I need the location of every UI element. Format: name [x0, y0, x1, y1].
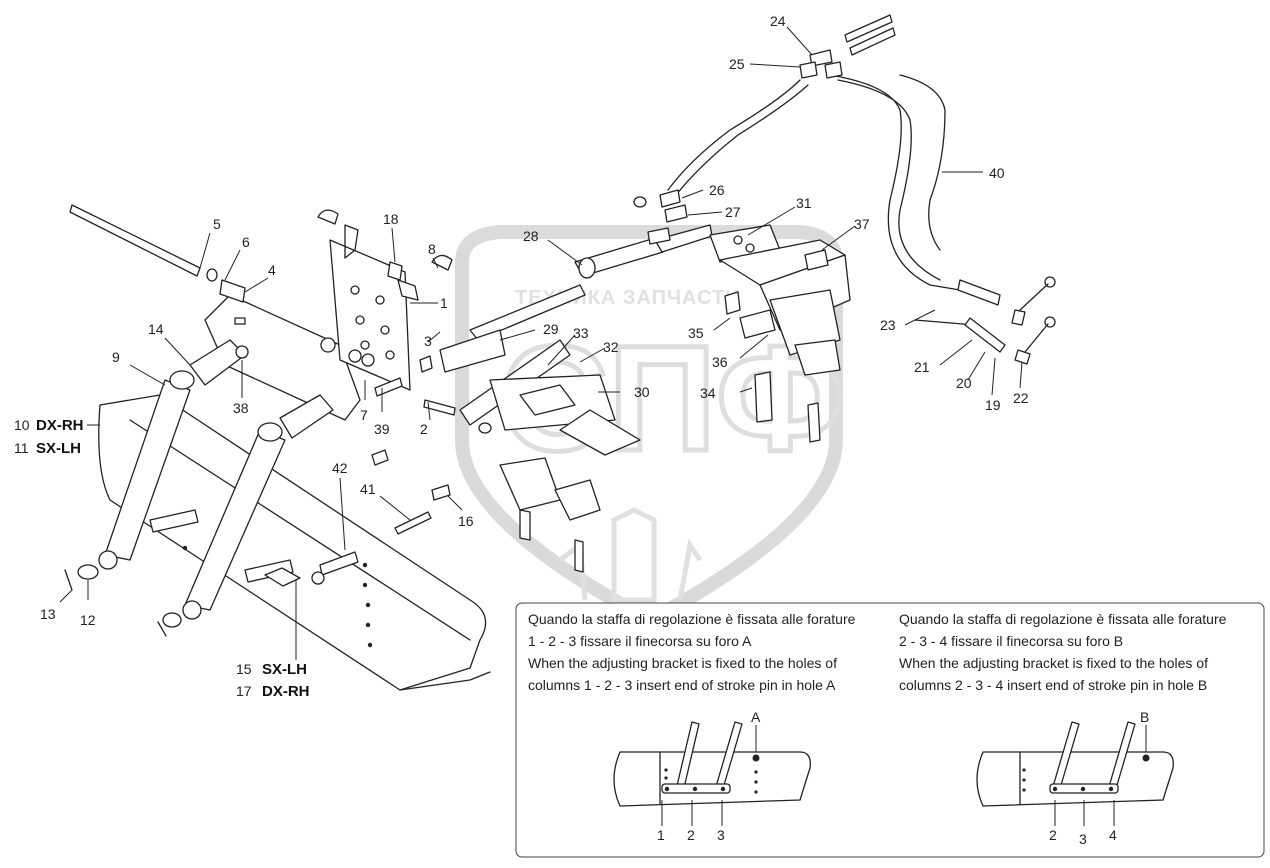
detail-right: B 2 3 4 [976, 709, 1174, 847]
note-right-it-1: Quando la staffa di regolazione è fissat… [899, 611, 1227, 627]
detail-right-hole: B [1140, 709, 1149, 725]
callout-15-num: 15 [236, 661, 252, 677]
callout-35: 35 [688, 325, 704, 341]
callout-15-side: SX-LH [262, 661, 307, 678]
callout-2: 2 [420, 421, 428, 437]
callout-14: 14 [148, 321, 164, 337]
callout-23: 23 [880, 317, 896, 333]
callout-6: 6 [242, 234, 250, 250]
callout-21: 21 [914, 359, 930, 375]
adjustment-note-box: Quando la staffa di regolazione è fissat… [515, 602, 1265, 858]
callout-41: 41 [360, 481, 376, 497]
callout-10-num: 10 [14, 417, 30, 433]
callout-28: 28 [523, 228, 539, 244]
link-arms [98, 339, 334, 620]
callout-34: 34 [700, 385, 716, 401]
detail-right-col3: 4 [1109, 827, 1117, 843]
cylinder-assembly [439, 224, 713, 573]
detail-left-hole: A [751, 709, 761, 725]
callout-27: 27 [725, 204, 741, 220]
callout-17-side: DX-RH [262, 683, 310, 700]
callout-29: 29 [543, 321, 559, 337]
callout-9: 9 [112, 349, 120, 365]
note-left-it-1: Quando la staffa di regolazione è fissat… [528, 611, 856, 627]
hardware-left [64, 209, 456, 637]
note-right-en-1: When the adjusting bracket is fixed to t… [899, 655, 1208, 671]
callout-18: 18 [383, 211, 399, 227]
callout-30: 30 [634, 384, 650, 400]
callout-4: 4 [268, 262, 276, 278]
callout-3: 3 [424, 333, 432, 349]
callout-1: 1 [440, 295, 448, 311]
callout-19: 19 [985, 397, 1001, 413]
callout-5: 5 [213, 216, 221, 232]
callout-16: 16 [458, 513, 474, 529]
detail-left-col3: 3 [717, 827, 725, 843]
callout-24: 24 [770, 13, 786, 29]
callout-17-num: 17 [236, 683, 252, 699]
detail-right-col2: 3 [1079, 831, 1087, 847]
callout-32: 32 [603, 339, 619, 355]
callout-11-num: 11 [14, 440, 29, 456]
callout-22: 22 [1013, 390, 1029, 406]
callout-42: 42 [332, 460, 348, 476]
note-left-en-2: columns 1 - 2 - 3 insert end of stroke p… [528, 677, 836, 693]
hydraulic-hoses [633, 14, 1056, 365]
right-bracket-assembly [709, 224, 851, 443]
callout-37: 37 [854, 216, 870, 232]
callout-38: 38 [233, 400, 249, 416]
callout-10-side: DX-RH [36, 417, 84, 434]
callout-31: 31 [796, 195, 812, 211]
leader-lines [59, 26, 1023, 660]
long-pin [69, 204, 246, 303]
callout-8: 8 [428, 241, 436, 257]
main-frame-plate [98, 394, 491, 691]
callout-labels: 5 6 4 14 9 10 DX-RH 11 SX-LH 18 8 1 3 38… [14, 13, 1029, 700]
note-right-it-2: 2 - 3 - 4 fissare il finecorsa su foro B [899, 633, 1123, 649]
callout-33: 33 [573, 325, 589, 341]
callout-11-side: SX-LH [36, 440, 81, 457]
detail-left-col1: 1 [657, 827, 665, 843]
callout-26: 26 [709, 182, 725, 198]
detail-left: A 1 2 3 [613, 709, 811, 843]
callout-40: 40 [989, 165, 1005, 181]
note-left-it-2: 1 - 2 - 3 fissare il finecorsa su foro A [528, 633, 752, 649]
callout-25: 25 [729, 56, 745, 72]
callout-12: 12 [80, 612, 96, 628]
note-right-en-2: columns 2 - 3 - 4 insert end of stroke p… [899, 677, 1207, 693]
callout-39: 39 [374, 421, 390, 437]
detail-right-col1: 2 [1049, 827, 1057, 843]
callout-20: 20 [956, 375, 972, 391]
detail-left-col2: 2 [687, 827, 695, 843]
note-left-en-1: When the adjusting bracket is fixed to t… [528, 655, 837, 671]
callout-7: 7 [360, 407, 368, 423]
callout-13: 13 [40, 606, 56, 622]
callout-36: 36 [712, 354, 728, 370]
